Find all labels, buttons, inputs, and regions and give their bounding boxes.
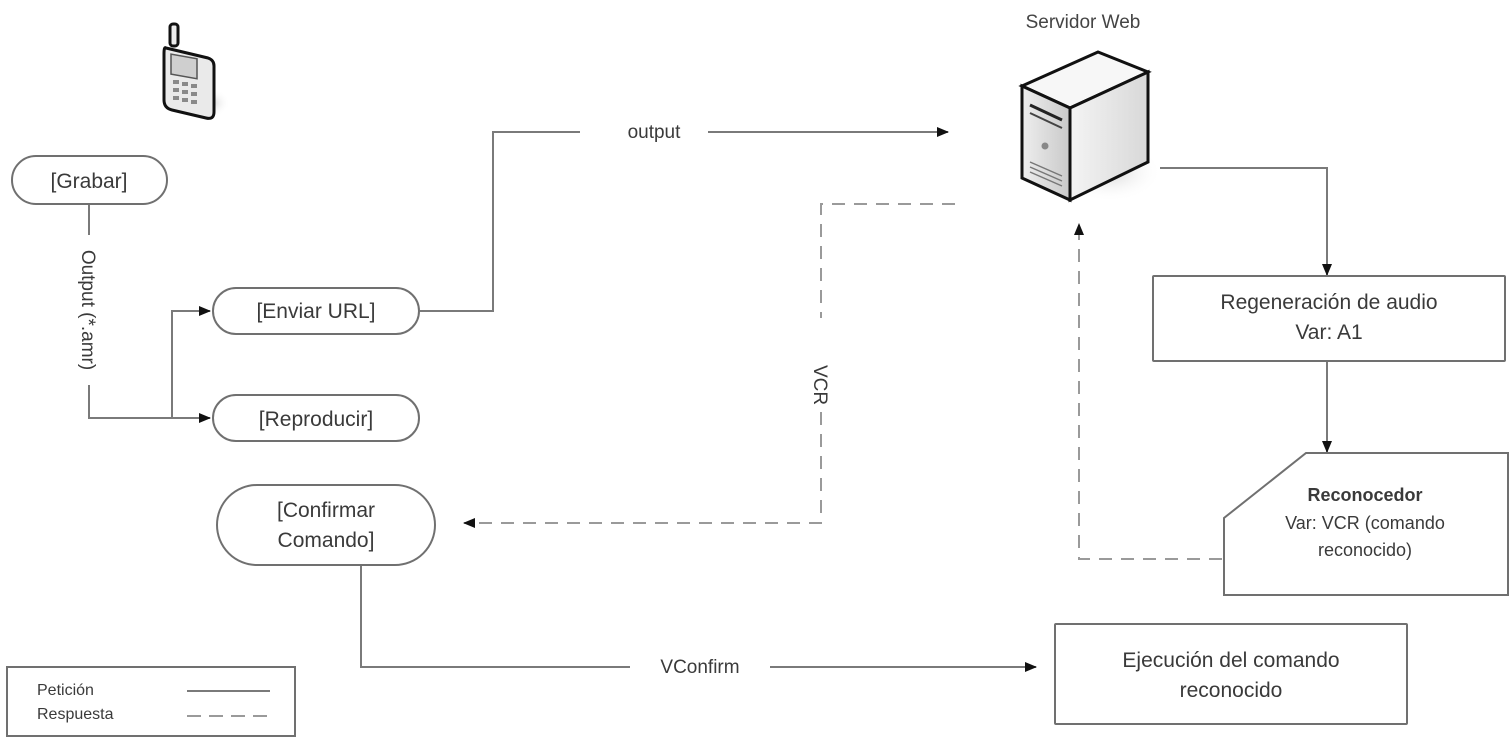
node-reconocedor: Reconocedor Var: VCR (comando reconocido… xyxy=(1223,452,1509,596)
node-confirmar-label-line2: Comando] xyxy=(278,529,375,552)
edge-server-to-regeneracion xyxy=(1160,167,1332,276)
node-confirmar-comando: [Confirmar Comando] xyxy=(216,484,436,566)
edge-vconfirm-left xyxy=(360,560,630,668)
node-reconocedor-line1: Var: VCR (comando xyxy=(1285,513,1445,533)
mobile-phone-icon xyxy=(162,22,230,120)
node-ejecucion-label-line1: Ejecución del comando xyxy=(1122,649,1339,672)
legend-label-respuesta: Respuesta xyxy=(37,706,114,723)
node-reconocedor-line2: reconocido) xyxy=(1318,540,1412,560)
node-regeneracion-label-line1: Regeneración de audio xyxy=(1220,291,1437,314)
node-reproducir: [Reproducir] xyxy=(212,394,420,442)
node-regeneracion-audio: Regeneración de audio Var: A1 xyxy=(1152,275,1506,362)
edge-label-output-amr: Output (*.amr) xyxy=(77,250,98,370)
node-ejecucion-comando: Ejecución del comando reconocido xyxy=(1054,623,1408,725)
node-confirmar-label-line1: [Confirmar xyxy=(277,499,375,522)
node-grabar-label: [Grabar] xyxy=(50,170,127,193)
edge-label-vconfirm: VConfirm xyxy=(660,657,739,678)
node-grabar: [Grabar] xyxy=(11,155,168,205)
edge-vcr-bottom xyxy=(463,412,822,528)
edge-output-amr-bottom xyxy=(88,385,172,419)
edge-label-output: output xyxy=(628,122,682,143)
server-title: Servidor Web xyxy=(1026,12,1141,33)
edge-reconocedor-to-server xyxy=(1074,223,1222,560)
node-reproducir-label: [Reproducir] xyxy=(259,408,373,431)
node-regeneracion-label-line2: Var: A1 xyxy=(1295,321,1362,344)
edge-vcr-top xyxy=(820,203,955,318)
server-tower-icon xyxy=(1018,50,1162,203)
legend: Petición Respuesta xyxy=(6,666,296,737)
node-enviar-url: [Enviar URL] xyxy=(212,287,420,335)
edge-label-vcr: VCR xyxy=(809,365,830,405)
node-ejecucion-label-line2: reconocido xyxy=(1180,679,1283,702)
edge-to-enviar-url xyxy=(171,306,211,418)
legend-label-peticion: Petición xyxy=(37,682,94,699)
edge-output-left xyxy=(420,131,580,312)
node-reconocedor-title: Reconocedor xyxy=(1307,485,1422,505)
node-enviar-url-label: [Enviar URL] xyxy=(256,300,375,323)
